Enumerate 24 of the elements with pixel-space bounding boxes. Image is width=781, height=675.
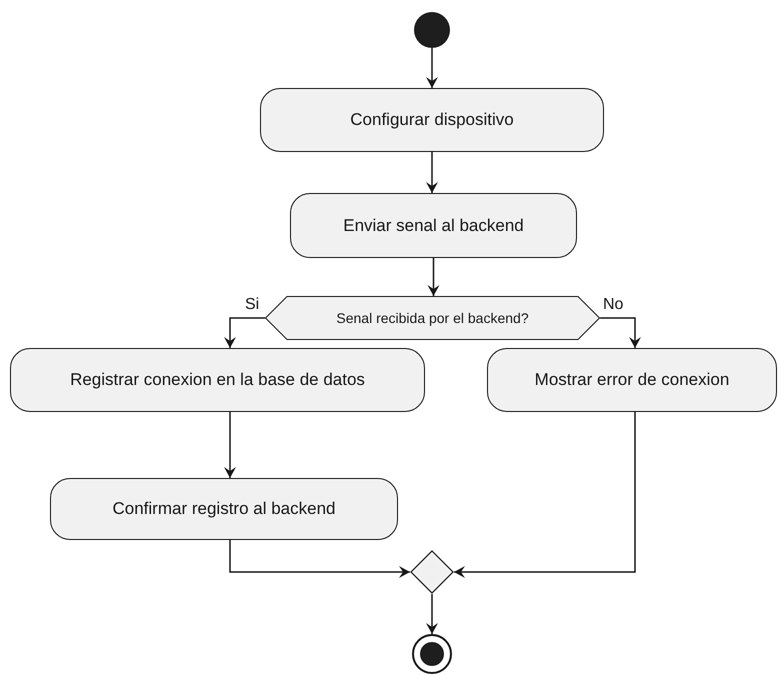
- decision-text: Senal recibida por el backend?: [336, 308, 529, 328]
- action-text: Mostrar error de conexion: [534, 369, 730, 392]
- arrow: [600, 317, 641, 348]
- action-text: Confirmar registro al backend: [112, 498, 336, 520]
- start-node: [414, 12, 450, 48]
- arrow: [426, 594, 438, 634]
- action-text: Registrar conexion en la base de datos: [70, 369, 365, 392]
- action-text: Configurar dispositivo: [350, 109, 514, 132]
- arrow: [426, 48, 438, 88]
- arrow: [454, 412, 636, 578]
- arrow: [426, 152, 438, 193]
- action-box: [10, 348, 425, 412]
- end-node: [412, 634, 452, 674]
- arrow: [224, 317, 265, 348]
- arrow: [229, 540, 410, 578]
- action-text: Enviar senal al backend: [343, 214, 524, 237]
- arrow: [224, 412, 236, 478]
- merge-diamond: [410, 550, 454, 594]
- arrow: [428, 258, 440, 296]
- action-box: [487, 348, 777, 412]
- action-box: [260, 88, 604, 152]
- action-box: [290, 193, 577, 258]
- action-box: [50, 478, 398, 540]
- decision-hexagon: [265, 296, 600, 340]
